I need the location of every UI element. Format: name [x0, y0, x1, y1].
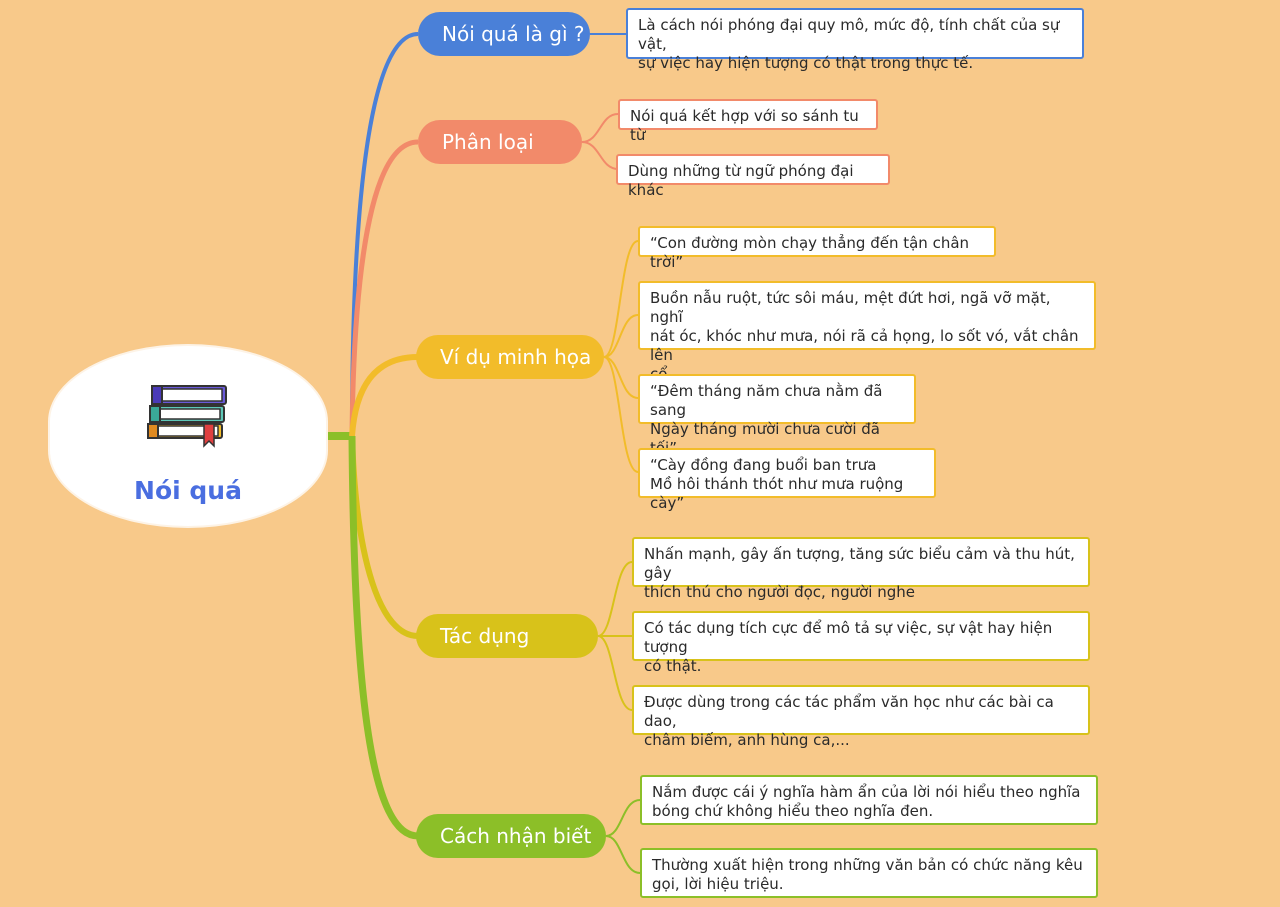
- branch-examples[interactable]: Ví dụ minh họa: [416, 335, 604, 379]
- leaf-effect-2[interactable]: Có tác dụng tích cực để mô tả sự việc, s…: [632, 611, 1090, 675]
- leaf-example-1[interactable]: “Con đường mòn chạy thẳng đến tận chân t…: [638, 226, 996, 271]
- leaf-effect-1[interactable]: Nhấn mạnh, gây ấn tượng, tăng sức biểu c…: [632, 537, 1090, 601]
- branch-effects[interactable]: Tác dụng: [416, 614, 598, 658]
- leaf-classification-2[interactable]: Dùng những từ ngữ phóng đại khác: [616, 154, 890, 199]
- branch-definition[interactable]: Nói quá là gì ?: [418, 12, 590, 56]
- branch-identification[interactable]: Cách nhận biết: [416, 814, 606, 858]
- leaf-example-3[interactable]: “Đêm tháng năm chưa nằm đã sang Ngày thá…: [638, 374, 916, 457]
- leaf-example-2[interactable]: Buồn nẫu ruột, tức sôi máu, mệt đứt hơi,…: [638, 281, 1096, 383]
- branch-classification[interactable]: Phân loại: [418, 120, 582, 164]
- books-icon: [147, 385, 227, 448]
- leaf-effect-3[interactable]: Được dùng trong các tác phẩm văn học như…: [632, 685, 1090, 749]
- root-title: Nói quá: [134, 476, 242, 505]
- leaf-definition[interactable]: Là cách nói phóng đại quy mô, mức độ, tí…: [626, 8, 1084, 72]
- leaf-example-4[interactable]: “Cày đồng đang buổi ban trưa Mồ hôi thán…: [638, 448, 936, 512]
- leaf-classification-1[interactable]: Nói quá kết hợp với so sánh tu từ: [618, 99, 878, 144]
- leaf-identification-1[interactable]: Nắm được cái ý nghĩa hàm ẩn của lời nói …: [640, 775, 1098, 825]
- leaf-identification-2[interactable]: Thường xuất hiện trong những văn bản có …: [640, 848, 1098, 898]
